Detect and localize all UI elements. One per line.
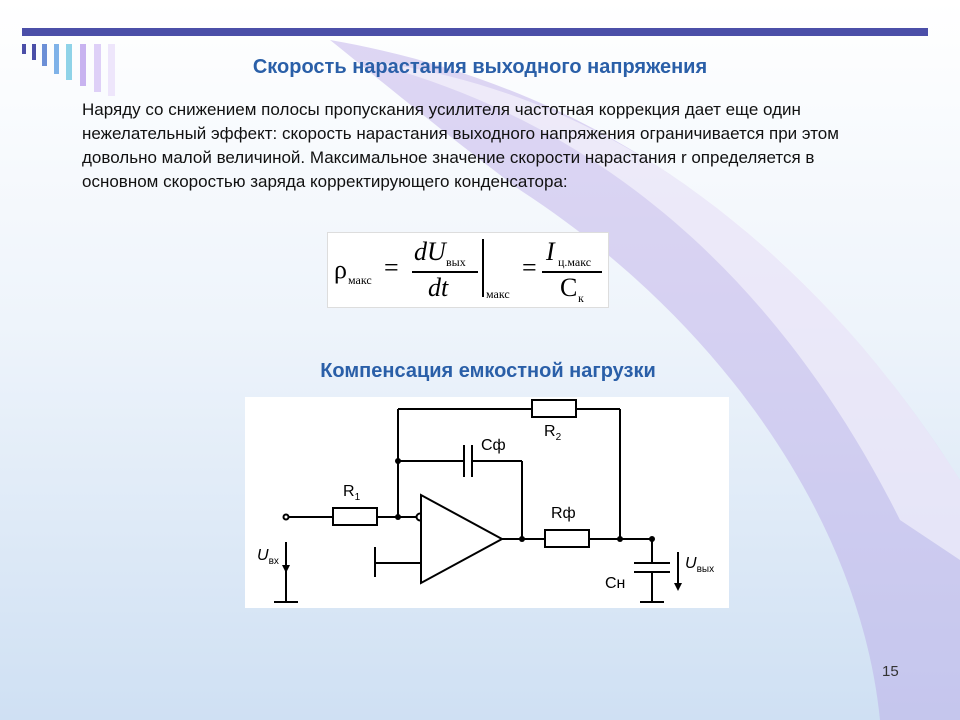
junction-node-2	[395, 458, 401, 464]
junction-node-3	[519, 536, 525, 542]
uout-arrowhead	[674, 583, 682, 591]
label-r2: R2	[544, 423, 562, 444]
formula-den1: dt	[428, 273, 449, 302]
swoosh-highlight	[360, 60, 960, 560]
formula-den2: C	[560, 273, 578, 302]
formula-num2-sub: ц.макс	[558, 255, 592, 269]
resistor-r1	[332, 507, 378, 526]
junction-node-5	[649, 536, 655, 542]
resistor-r2	[531, 399, 577, 418]
label-uout: Uвых	[685, 555, 715, 576]
circuit-diagram: R1 R2 Сф Rф Сн Uвх Uвых	[245, 397, 729, 608]
label-cf: Сф	[481, 437, 506, 454]
formula-eval-bar	[482, 239, 484, 297]
page-number: 15	[882, 663, 899, 680]
uin-arrowhead	[282, 565, 290, 573]
op-amp	[420, 493, 505, 585]
formula-den2-sub: к	[578, 291, 584, 305]
section-title: Компенсация емкостной нагрузки	[320, 360, 656, 382]
top-bar	[22, 28, 928, 36]
label-rf: Rф	[551, 505, 576, 522]
label-cn: Сн	[605, 575, 626, 592]
formula-num1-sub: вых	[446, 255, 466, 269]
formula-fraction-bar1	[412, 271, 478, 273]
formula-rho-sub: макс	[348, 273, 372, 287]
slide-title: Скорость нарастания выходного напряжения	[252, 56, 708, 78]
junction-node-4	[617, 536, 623, 542]
junction-node-1	[395, 514, 401, 520]
formula-fraction-bar2	[542, 271, 602, 273]
formula-eq2: =	[522, 253, 537, 282]
formula-num2: I	[546, 237, 555, 266]
label-r1: R1	[343, 483, 361, 504]
resistor-rf	[544, 529, 590, 548]
circuit-schematic	[274, 399, 682, 603]
formula-num1: dU	[414, 237, 446, 266]
body-paragraph: Наряду со снижением полосы пропускания у…	[82, 100, 839, 191]
slew-rate-formula: ρ макс = dU вых dt макс = I ц.макс C к	[327, 232, 609, 308]
input-terminal	[282, 513, 290, 521]
bar-pattern	[22, 44, 115, 96]
label-uin: Uвх	[257, 547, 279, 568]
formula-eval-sub: макс	[486, 287, 510, 301]
formula-eq1: =	[384, 253, 399, 282]
formula-rho: ρ	[334, 255, 347, 284]
